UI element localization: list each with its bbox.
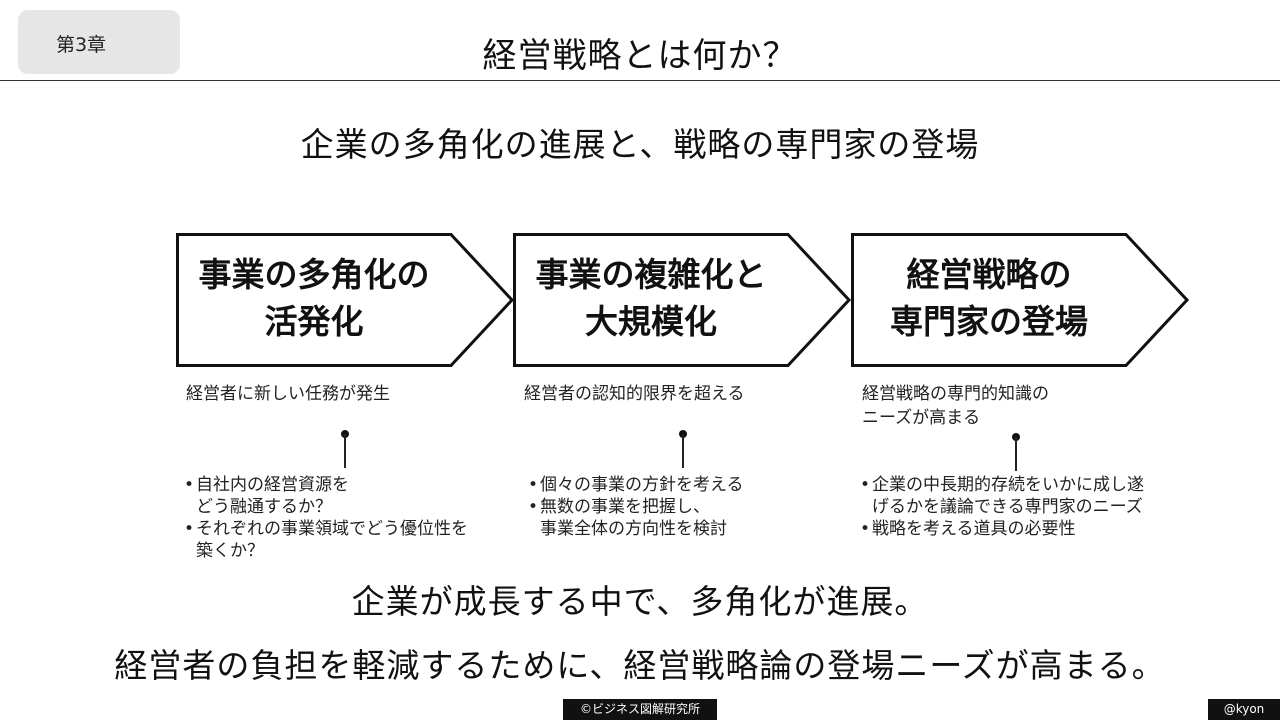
bullet-line: 事業全体の方向性を検討 <box>540 519 727 539</box>
arrow-shape <box>176 233 515 367</box>
bullet-line: 戦略を考える道具の必要性 <box>872 519 1076 539</box>
stage-bullets-1: 自社内の経営資源を どう融通するか？ それぞれの事業領域でどう優位性を 築くか？ <box>184 474 468 562</box>
description-line: ニーズが高まる <box>862 408 981 428</box>
bullet-line: 企業の中長期的存続をいかに成し遂 <box>872 475 1144 495</box>
stage-description-1: 経営者に新しい任務が発生 <box>186 382 390 406</box>
stage-arrow-1: 事業の多角化の 活発化 <box>176 233 516 367</box>
stage-bullets-2: 個々の事業の方針を考える 無数の事業を把握し、 事業全体の方向性を検討 <box>528 474 744 540</box>
arrow-shape <box>513 233 852 367</box>
stage-title-line: 活発化 <box>264 302 364 341</box>
bullet-line: げるかを議論できる専門家のニーズ <box>872 497 1143 517</box>
stage-arrow-3: 経営戦略の 専門家の登場 <box>851 233 1191 367</box>
stage-title-line: 大規模化 <box>585 302 717 341</box>
description-line: 経営戦略の専門的知識の <box>862 384 1049 404</box>
chapter-tab: 第3章 <box>18 10 180 74</box>
description-line: 経営者の認知的限界を超える <box>524 384 745 404</box>
chapter-label: 第3章 <box>55 34 107 56</box>
connector-1 <box>340 430 350 470</box>
description-line: 経営者に新しい任務が発生 <box>186 384 390 404</box>
connector-line <box>1015 437 1017 471</box>
stage-title: 事業の複雑化と 大規模化 <box>513 251 789 345</box>
bullet-line: 築くか？ <box>196 541 264 561</box>
stage-bullets-3: 企業の中長期的存続をいかに成し遂 げるかを議論できる専門家のニーズ 戦略を考える… <box>860 474 1144 540</box>
stage-title: 事業の多角化の 活発化 <box>176 251 452 345</box>
stage-title: 経営戦略の 専門家の登場 <box>851 251 1127 345</box>
connector-3 <box>1011 433 1021 473</box>
bullet-line: どう融通するか？ <box>196 497 332 517</box>
bullet-item: それぞれの事業領域でどう優位性を 築くか？ <box>184 518 468 562</box>
author-handle: @kyon <box>1208 699 1280 720</box>
connector-line <box>682 434 684 468</box>
slide-title: 経営戦略とは何か？ <box>482 36 798 76</box>
bullet-line: 自社内の経営資源を <box>196 475 349 495</box>
credit-label: ©ビジネス図解研究所 <box>563 699 717 720</box>
stage-title-line: 事業の複雑化と <box>535 255 767 294</box>
connector-line <box>344 434 346 468</box>
stage-title-line: 事業の多角化の <box>198 255 430 294</box>
bullet-item: 戦略を考える道具の必要性 <box>860 518 1144 540</box>
bullet-item: 無数の事業を把握し、 事業全体の方向性を検討 <box>528 496 744 540</box>
conclusion-line-2: 経営者の負担を軽減するために、経営戦略論の登場ニーズが高まる。 <box>114 646 1166 685</box>
stage-title-line: 専門家の登場 <box>890 302 1088 341</box>
stage-arrow-2: 事業の複雑化と 大規模化 <box>513 233 853 367</box>
title-divider <box>0 80 1280 81</box>
stage-description-2: 経営者の認知的限界を超える <box>524 382 745 406</box>
bullet-line: 無数の事業を把握し、 <box>540 497 710 517</box>
stage-description-3: 経営戦略の専門的知識の ニーズが高まる <box>862 382 1049 430</box>
bullet-line: それぞれの事業領域でどう優位性を <box>196 519 468 539</box>
bullet-item: 企業の中長期的存続をいかに成し遂 げるかを議論できる専門家のニーズ <box>860 474 1144 518</box>
bullet-line: 個々の事業の方針を考える <box>540 475 744 495</box>
connector-2 <box>678 430 688 470</box>
conclusion-line-1: 企業が成長する中で、多角化が進展。 <box>351 582 929 621</box>
bullet-item: 自社内の経営資源を どう融通するか？ <box>184 474 468 518</box>
slide-subtitle: 企業の多角化の進展と、戦略の専門家の登場 <box>300 125 980 164</box>
stage-title-line: 経営戦略の <box>906 255 1072 294</box>
arrow-shape <box>851 233 1190 367</box>
bullet-item: 個々の事業の方針を考える <box>528 474 744 496</box>
